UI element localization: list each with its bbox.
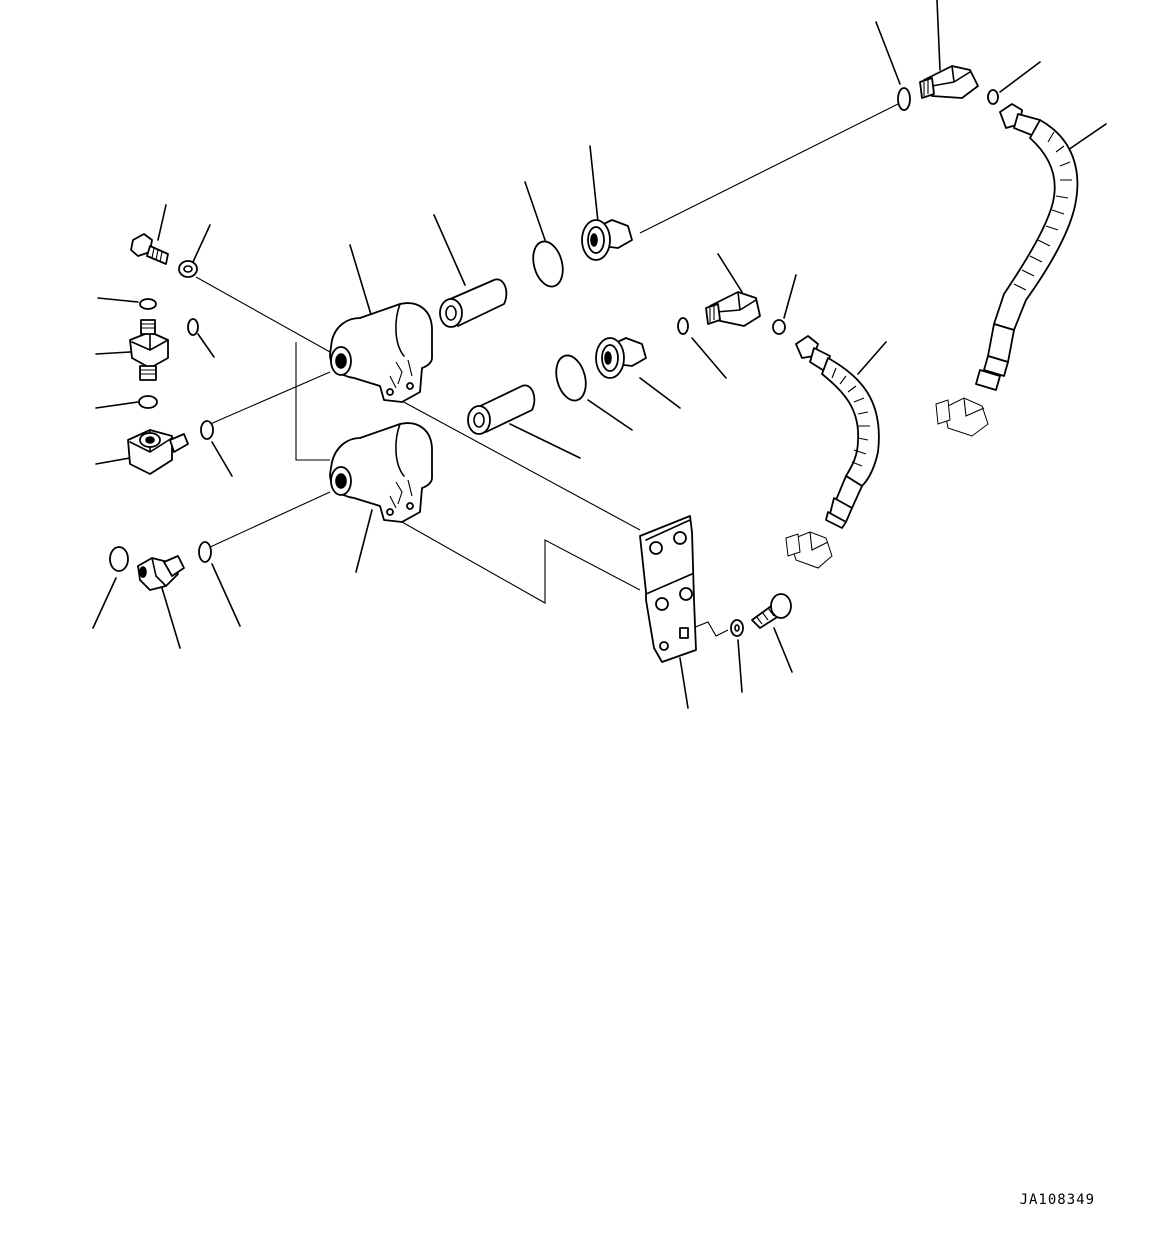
elbow-ghost-right [935,397,989,437]
guide-oring-lower-to-body [207,491,331,549]
guide-oring-to-body [207,371,331,426]
o-ring-lower [555,354,587,402]
guide-bolt-to-body [195,276,331,353]
small-o-rings [109,87,999,572]
guide-body-to-bracket [399,399,641,531]
hose-right [975,103,1079,391]
bolt-upper [130,233,169,265]
leader-lines [92,0,1107,709]
elbow-fitting-top [919,65,979,99]
filter-element-upper [439,278,508,328]
bracket [639,515,697,663]
elbow-fitting-lower-left [137,555,185,591]
valve-body-upper [329,302,433,403]
bolt-bracket [751,593,792,629]
plug-lower [595,337,647,379]
hose-middle [795,335,880,529]
guide-upper-lower [295,342,330,461]
guide-lower-to-bracket [401,521,641,604]
elbow-fitting-left [127,429,189,475]
guide-plug-to-oring [639,102,901,234]
drawing-id-code: JA108349 [1019,1192,1095,1208]
o-ring-upper [532,240,564,288]
valve-body-lower [329,422,433,523]
washer-upper [178,260,198,278]
elbow-fitting-middle [705,291,761,327]
plug-upper [581,219,633,261]
washer-bracket [730,619,744,637]
tee-fitting [129,319,169,381]
guide-bracket-to-washer [687,621,729,637]
assembly-lines [195,102,901,637]
elbow-ghost-middle [785,531,833,569]
filter-element-lower [467,384,536,435]
